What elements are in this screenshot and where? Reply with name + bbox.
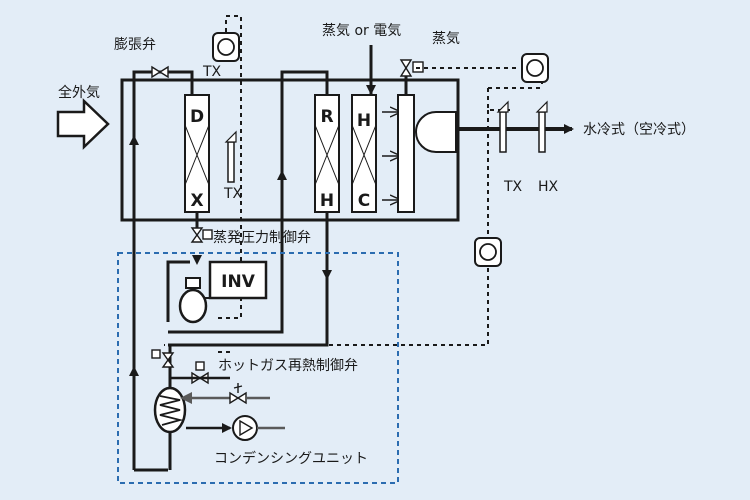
condensing-unit-label: コンデンシングユニット	[214, 450, 368, 467]
steam-label: 蒸気	[432, 31, 460, 47]
condenser-icon	[153, 386, 187, 434]
hot-gas-reheat-valve-label: ホットガス再熱制御弁	[218, 358, 358, 374]
expansion-valve	[151, 65, 169, 79]
outdoor-air-label: 全外気	[58, 84, 100, 101]
coil-r-top-label: R	[320, 107, 333, 127]
expansion-valve-label: 膨張弁	[114, 36, 156, 53]
outdoor-air-arrow	[56, 98, 110, 150]
coil-d-top-label: D	[190, 107, 204, 127]
coil-d	[184, 94, 210, 213]
water-air-cooled-label: 水冷式（空冷式）	[583, 122, 695, 138]
coil-h	[351, 94, 377, 213]
pump-icon	[232, 415, 258, 441]
tx-sensor-inner	[224, 130, 237, 183]
steam-or-electric-label: 蒸気 or 電気	[322, 23, 401, 39]
steam-humidifier-coil	[397, 94, 415, 213]
check-valve	[229, 383, 247, 405]
controller-steam	[521, 53, 549, 83]
hx-sensor-outlet	[535, 100, 548, 153]
hot-gas-reheat-valve	[191, 361, 209, 385]
condensing-unit-boundary	[117, 252, 399, 484]
evap-pressure-valve-label: 蒸発圧力制御弁	[213, 230, 311, 246]
coil-r	[314, 94, 340, 213]
controller-tx-top	[212, 32, 240, 62]
control-signal-lines	[164, 15, 543, 353]
tx-sensor-outlet	[496, 100, 509, 153]
flow-arrows	[129, 85, 376, 376]
coil-h-bottom-label: C	[358, 191, 370, 211]
fan-icon	[415, 111, 457, 153]
inverter-box	[208, 260, 268, 300]
hot-gas-valve-left	[151, 349, 175, 368]
hx-outlet-label: HX	[538, 179, 559, 195]
controller-condenser	[474, 237, 502, 267]
inverter-label: INV	[221, 272, 256, 292]
coil-h-top-label: H	[357, 111, 371, 131]
coil-r-bottom-label: H	[320, 191, 334, 211]
air-handler-casing	[120, 78, 460, 222]
evap-pressure-valve	[190, 227, 213, 243]
compressor-icon	[178, 277, 212, 324]
tx-top-label: TX	[202, 64, 222, 80]
coil-d-bottom-label: X	[190, 191, 203, 211]
tx-outlet-label: TX	[503, 179, 523, 195]
tx-inner-label: TX	[223, 186, 243, 202]
